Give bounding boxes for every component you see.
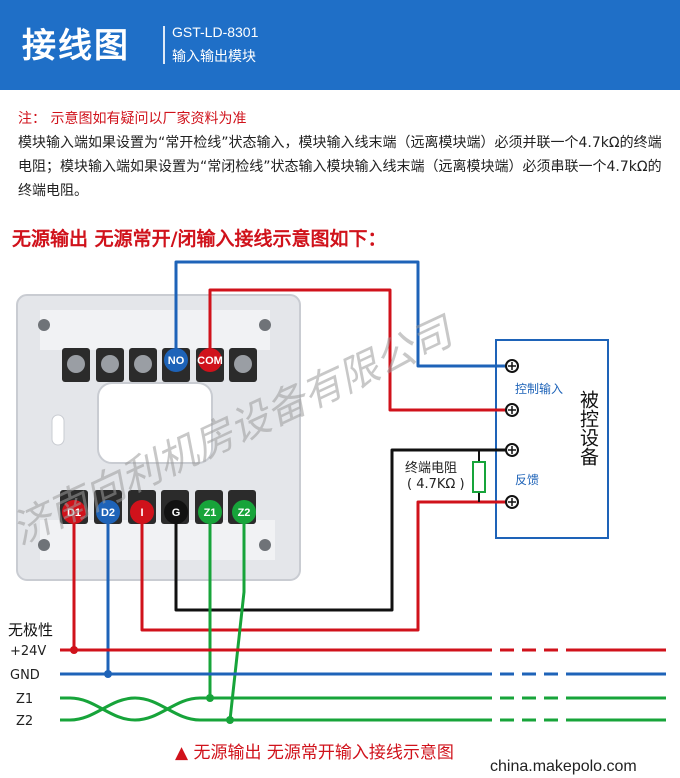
module-housing [16, 294, 301, 581]
terminal-com-label: COM [197, 355, 223, 367]
resistor-label: 终端电阻 [405, 460, 457, 476]
feedback-label: 反馈 [515, 473, 539, 487]
terminal-resistor [472, 461, 486, 493]
wire-com-red [208, 288, 512, 412]
control-input-label: 控制输入 [515, 381, 563, 396]
bus-label-z1: Z1 [16, 692, 33, 707]
wire-no-blue [174, 260, 512, 368]
terminal-i [130, 500, 154, 524]
terminal-g-label: G [172, 507, 181, 519]
terminal-g [164, 500, 188, 524]
module-name: 输入输出模块 [172, 49, 256, 65]
terminal-z1-label: Z1 [204, 507, 217, 519]
terminal-no [164, 348, 188, 372]
model-number: GST-LD-8301 [172, 24, 259, 40]
header-divider [163, 26, 165, 64]
wire-i-red [140, 500, 512, 632]
terminal-z1 [198, 500, 222, 524]
terminal-com [198, 348, 222, 372]
bus-label-z2: Z2 [16, 714, 33, 729]
bus-title: 无极性 [8, 621, 53, 639]
resistor-value: ( 4.7KΩ ) [407, 477, 465, 492]
diagram-subheading: 无源输出 无源常开/闭输入接线示意图如下： [12, 228, 387, 250]
device-name: 被控设备 [577, 390, 599, 466]
diagram-caption: ▲ 无源输出 无源常开输入接线示意图 [175, 743, 454, 763]
bus-line-z2 [60, 696, 492, 722]
description-text: 模块输入端如果设置为“常开检线”状态输入，模块输入线末端（远离模块端）必须并联一… [18, 135, 662, 199]
terminal-no-label: NO [168, 355, 185, 367]
wire-g-black [174, 448, 512, 612]
terminal-i-label: I [140, 507, 143, 519]
terminal-z2-label: Z2 [238, 507, 251, 519]
source-watermark: china.makepolo.com [486, 758, 641, 776]
header-banner: 接线图 GST-LD-8301 输入输出模块 [0, 0, 680, 90]
disclaimer-note: 注： 示意图如有疑问以厂家资料为准 [18, 111, 247, 127]
page-title: 接线图 [22, 26, 130, 66]
terminal-d2 [96, 500, 120, 524]
bus-label-24v: +24V [10, 644, 46, 659]
terminal-d2-label: D2 [101, 507, 115, 519]
bus-label-gnd: GND [10, 668, 40, 683]
terminal-d1-label: D1 [67, 507, 81, 519]
terminal-z2 [232, 500, 256, 524]
terminal-d1 [62, 500, 86, 524]
wire-z2-green [228, 512, 246, 721]
bus-line-z1 [60, 696, 492, 722]
device-terminals [505, 359, 519, 509]
